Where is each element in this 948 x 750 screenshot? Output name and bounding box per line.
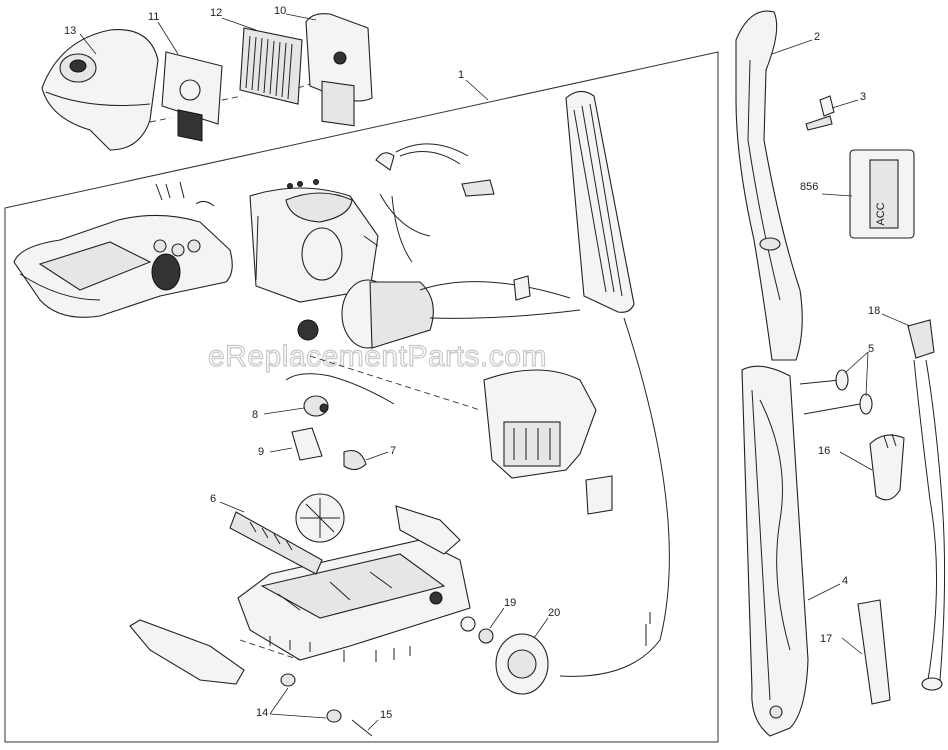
callout-3: 3 <box>860 91 866 103</box>
callout-19: 19 <box>504 597 516 609</box>
part-19-wheel-hub <box>460 616 494 644</box>
part-3-screw <box>805 95 835 131</box>
callout-856: 856 <box>800 181 818 193</box>
screws <box>269 612 651 662</box>
part-18-hose <box>907 319 946 691</box>
base-pan <box>237 539 471 661</box>
motor-bracket <box>513 275 531 301</box>
switch-block <box>585 475 613 515</box>
part-5-bolts <box>799 369 873 415</box>
part-11-filter-frame <box>161 51 223 142</box>
height-adjust <box>395 505 461 555</box>
callout-6: 6 <box>210 493 216 505</box>
callout-12: 12 <box>210 7 222 19</box>
part-17-crevice-tool <box>857 599 891 705</box>
foot-pedal <box>129 619 245 685</box>
part-10-filter-housing <box>305 13 373 127</box>
motor-unit <box>297 279 581 349</box>
callout-20: 20 <box>548 607 560 619</box>
part-4-body <box>741 365 809 737</box>
callout-11: 11 <box>148 11 159 23</box>
switch-plate-text: ACC <box>875 202 887 225</box>
part-16-brush-tool <box>869 433 905 501</box>
callout-4: 4 <box>842 575 848 587</box>
callout-9: 9 <box>258 446 264 458</box>
part-13-filter-cover <box>41 29 159 151</box>
part-7-belt <box>343 449 367 471</box>
part-14-rollers <box>280 673 342 723</box>
callout-15: 15 <box>380 709 392 721</box>
callout-7: 7 <box>390 445 396 457</box>
callout-8: 8 <box>252 409 258 421</box>
part-20-front-wheel <box>495 633 549 695</box>
part-6-agitator <box>229 511 323 575</box>
callout-1: 1 <box>458 69 464 81</box>
part-9-bracket <box>291 427 323 461</box>
upper-cord-channel <box>559 90 670 677</box>
callout-5: 5 <box>868 343 874 355</box>
part-15-axle <box>351 719 373 737</box>
callout-10: 10 <box>274 5 286 17</box>
callout-16: 16 <box>818 445 830 457</box>
assembly-frame <box>4 51 719 743</box>
lower-housing <box>483 369 597 479</box>
callout-2: 2 <box>814 31 820 43</box>
callout-17: 17 <box>820 633 832 645</box>
callout-18: 18 <box>868 305 880 317</box>
motor-housing <box>249 179 379 303</box>
cord-and-switch <box>375 143 495 263</box>
nozzle-hood <box>13 214 233 318</box>
small-clips <box>155 181 215 207</box>
rear-wheel <box>295 493 345 543</box>
part-12-hepa-filter <box>239 27 303 105</box>
part-856-switch-plate: ACC <box>849 149 915 239</box>
callout-14: 14 <box>256 707 268 719</box>
callout-13: 13 <box>64 25 76 37</box>
part-2-handle <box>735 10 803 361</box>
callouts: 1 2 3 4 5 6 7 8 9 10 11 12 13 14 15 16 1 <box>64 5 911 731</box>
part-8-agitator-pulley <box>285 373 395 417</box>
